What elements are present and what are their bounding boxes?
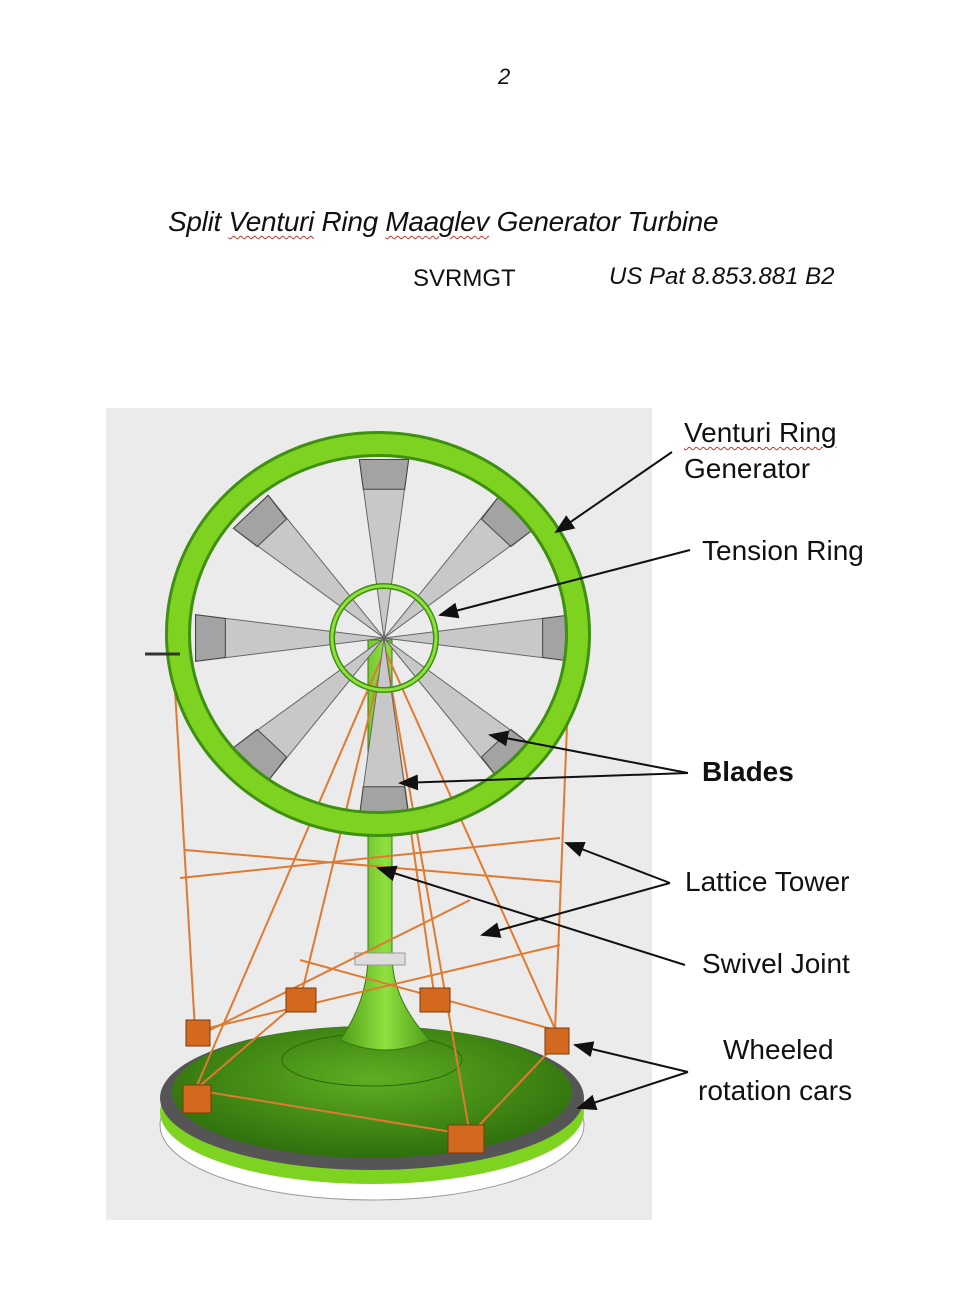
- abbreviation: SVRMGT: [413, 265, 516, 292]
- label-wheeled: Wheeled: [723, 1034, 834, 1065]
- blade-tip: [195, 614, 226, 662]
- label-tension-ring: Tension Ring: [702, 535, 864, 566]
- rotation-car: [447, 1124, 485, 1154]
- mast: [339, 639, 431, 1051]
- title-part: Split: [168, 206, 229, 237]
- rotation-car: [544, 1027, 570, 1055]
- page-number: 2: [498, 64, 511, 89]
- blade-tip: [358, 459, 410, 490]
- label-blades: Blades: [702, 756, 794, 787]
- title-part: Generator Turbine: [489, 206, 719, 237]
- venturi-ring-generator: [168, 434, 588, 834]
- title-word-venturi: Venturi: [228, 206, 315, 237]
- title-part: Ring: [314, 206, 386, 237]
- rotation-car: [419, 987, 451, 1013]
- title-word-maaglev: Maaglev: [385, 206, 490, 237]
- patent-number: US Pat 8.853.881 B2: [609, 263, 835, 290]
- base-platform: [159, 1026, 585, 1201]
- label-text: Venturi Ring: [684, 417, 837, 448]
- label-rotation-cars: rotation cars: [698, 1075, 853, 1106]
- rotation-car: [182, 1084, 212, 1114]
- label-lattice-tower: Lattice Tower: [685, 866, 850, 897]
- rotation-cars: [182, 987, 570, 1154]
- document-title: Split Venturi Ring Maaglev Generator Tur…: [168, 206, 719, 238]
- label-swivel-joint: Swivel Joint: [702, 948, 850, 979]
- rotation-car: [285, 987, 317, 1013]
- blade-tip: [232, 494, 288, 548]
- label-generator: Generator: [684, 453, 811, 484]
- callout-arrows: [376, 451, 691, 1111]
- swivel-joint: [354, 952, 406, 966]
- rotation-car: [185, 1019, 211, 1047]
- label-venturi-ring: Venturi Ring: [684, 417, 837, 449]
